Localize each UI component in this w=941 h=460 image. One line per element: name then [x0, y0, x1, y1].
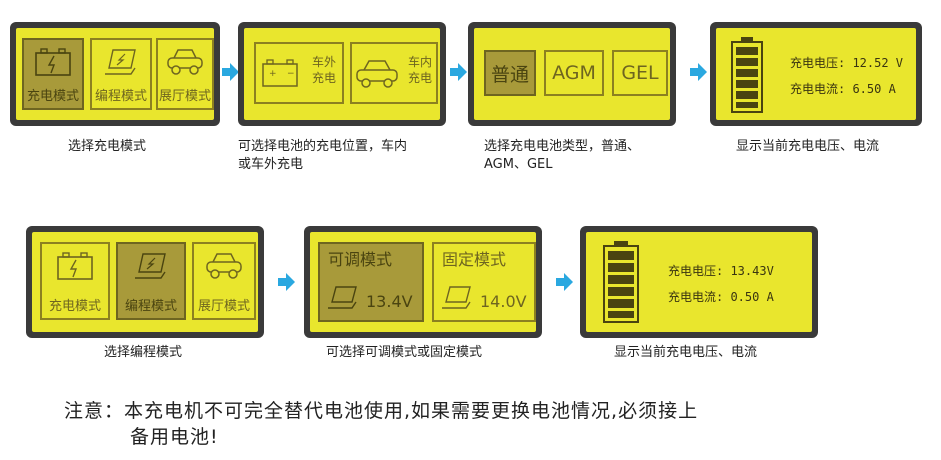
svg-text:+: +: [269, 69, 277, 79]
tile-label: 编程模式: [94, 89, 147, 104]
caption-line: 可选择电池的充电位置，车内: [238, 139, 408, 154]
svg-text:−: −: [287, 69, 295, 79]
lcd-screen: 普通 AGM GEL: [474, 28, 670, 120]
arrow-right-icon: [222, 63, 239, 81]
current-readout: 充电电流: 6.50 A: [790, 82, 896, 96]
inside-label-1: 车内: [408, 55, 433, 69]
mode-select-panel-program: 充电模式 编程模式 展厅模式: [26, 226, 264, 338]
battery-level-icon: [603, 241, 639, 323]
type-label: 普通: [490, 63, 529, 86]
arrow-right-icon: [556, 273, 573, 291]
inside-label-2: 充电: [408, 71, 433, 85]
voltage-readout: 充电电压: 12.52 V: [790, 56, 904, 70]
battery-level-icon: [731, 37, 763, 113]
adjustable-label: 可调模式: [328, 250, 393, 269]
tile-label: 充电模式: [26, 89, 79, 104]
outside-label-1: 车外: [312, 55, 337, 69]
caption-charge-location: 可选择电池的充电位置，车内 或车外充电: [238, 138, 407, 174]
program-type-panel: 可调模式 13.4V 固定模式 14.0V: [304, 226, 542, 338]
laptop-icon: [135, 253, 166, 279]
battery-icon: +−: [262, 59, 298, 87]
battery-type-gel[interactable]: GEL: [612, 50, 668, 96]
fixed-mode-tile[interactable]: 固定模式 14.0V: [432, 242, 536, 322]
voltage-readout: 充电电压: 13.43V: [668, 264, 774, 278]
warning-note-line1: 注意：本充电机不可完全替代电池使用,如果需要更换电池情况,必须接上: [64, 400, 699, 422]
lcd-screen: +− 车外 充电 车内 充电: [244, 28, 440, 120]
arrow-right-icon: [690, 63, 707, 81]
battery-type-panel: 普通 AGM GEL: [468, 22, 676, 126]
lcd-screen: 可调模式 13.4V 固定模式 14.0V: [310, 232, 536, 332]
arrow-right-icon: [278, 273, 295, 291]
charge-mode-tile[interactable]: 充电模式: [40, 242, 110, 320]
adjustable-value: 13.4V: [366, 292, 413, 311]
outside-charge-tile[interactable]: +− 车外 充电: [254, 42, 344, 104]
laptop-icon: [328, 286, 357, 309]
car-icon: [356, 60, 398, 88]
mode-select-panel-charge: 充电模式 编程模式 展厅模式: [10, 22, 220, 126]
lcd-screen: 充电模式 编程模式 展厅模式: [16, 28, 214, 120]
program-mode-tile[interactable]: 编程模式: [90, 38, 152, 110]
caption-battery-type: 选择充电电池类型，普通、 AGM、GEL: [484, 138, 640, 174]
laptop-icon: [442, 286, 471, 309]
adjustable-mode-tile[interactable]: 可调模式 13.4V: [318, 242, 424, 322]
current-readout: 充电电流: 0.50 A: [668, 290, 774, 304]
type-label: GEL: [621, 62, 659, 84]
caption-select-program-mode: 选择编程模式: [104, 345, 183, 360]
laptop-icon: [105, 49, 136, 75]
caption-line: AGM、GEL: [484, 157, 553, 172]
charge-mode-tile[interactable]: 充电模式: [22, 38, 84, 110]
outside-label-2: 充电: [312, 71, 337, 85]
tile-label: 展厅模式: [197, 299, 250, 314]
inside-charge-tile[interactable]: 车内 充电: [350, 42, 438, 104]
tile-label: 展厅模式: [158, 89, 211, 104]
type-label: AGM: [552, 62, 596, 84]
caption-select-charge-mode: 选择充电模式: [68, 139, 147, 154]
caption-select-program-type: 可选择可调模式或固定模式: [326, 345, 483, 360]
battery-type-normal[interactable]: 普通: [484, 50, 536, 96]
lcd-screen: 充电电压: 13.43V 充电电流: 0.50 A: [586, 232, 812, 332]
caption-show-status: 显示当前充电电压、电流: [736, 139, 880, 154]
program-mode-tile[interactable]: 编程模式: [116, 242, 186, 320]
lcd-screen: 充电模式 编程模式 展厅模式: [32, 232, 258, 332]
battery-type-agm[interactable]: AGM: [544, 50, 604, 96]
caption-line: 或车外充电: [238, 157, 304, 172]
caption-show-status: 显示当前充电电压、电流: [614, 345, 758, 360]
tile-label: 充电模式: [48, 299, 101, 314]
warning-note-line2: 备用电池!: [130, 426, 219, 448]
battery-icon: [35, 48, 71, 76]
charge-status-panel-2: 充电电压: 13.43V 充电电流: 0.50 A: [580, 226, 818, 338]
tile-label: 编程模式: [124, 299, 177, 314]
fixed-label: 固定模式: [442, 250, 507, 269]
fixed-value: 14.0V: [480, 292, 527, 311]
car-icon: [206, 253, 242, 279]
showroom-mode-tile[interactable]: 展厅模式: [192, 242, 256, 320]
car-icon: [167, 49, 203, 75]
showroom-mode-tile[interactable]: 展厅模式: [156, 38, 214, 110]
charge-status-panel-1: 充电电压: 12.52 V 充电电流: 6.50 A: [710, 22, 922, 126]
arrow-right-icon: [450, 63, 467, 81]
lcd-screen: 充电电压: 12.52 V 充电电流: 6.50 A: [716, 28, 916, 120]
caption-line: 选择充电电池类型，普通、: [484, 139, 641, 154]
charge-location-panel: +− 车外 充电 车内 充电: [238, 22, 446, 126]
battery-icon: [57, 252, 93, 280]
